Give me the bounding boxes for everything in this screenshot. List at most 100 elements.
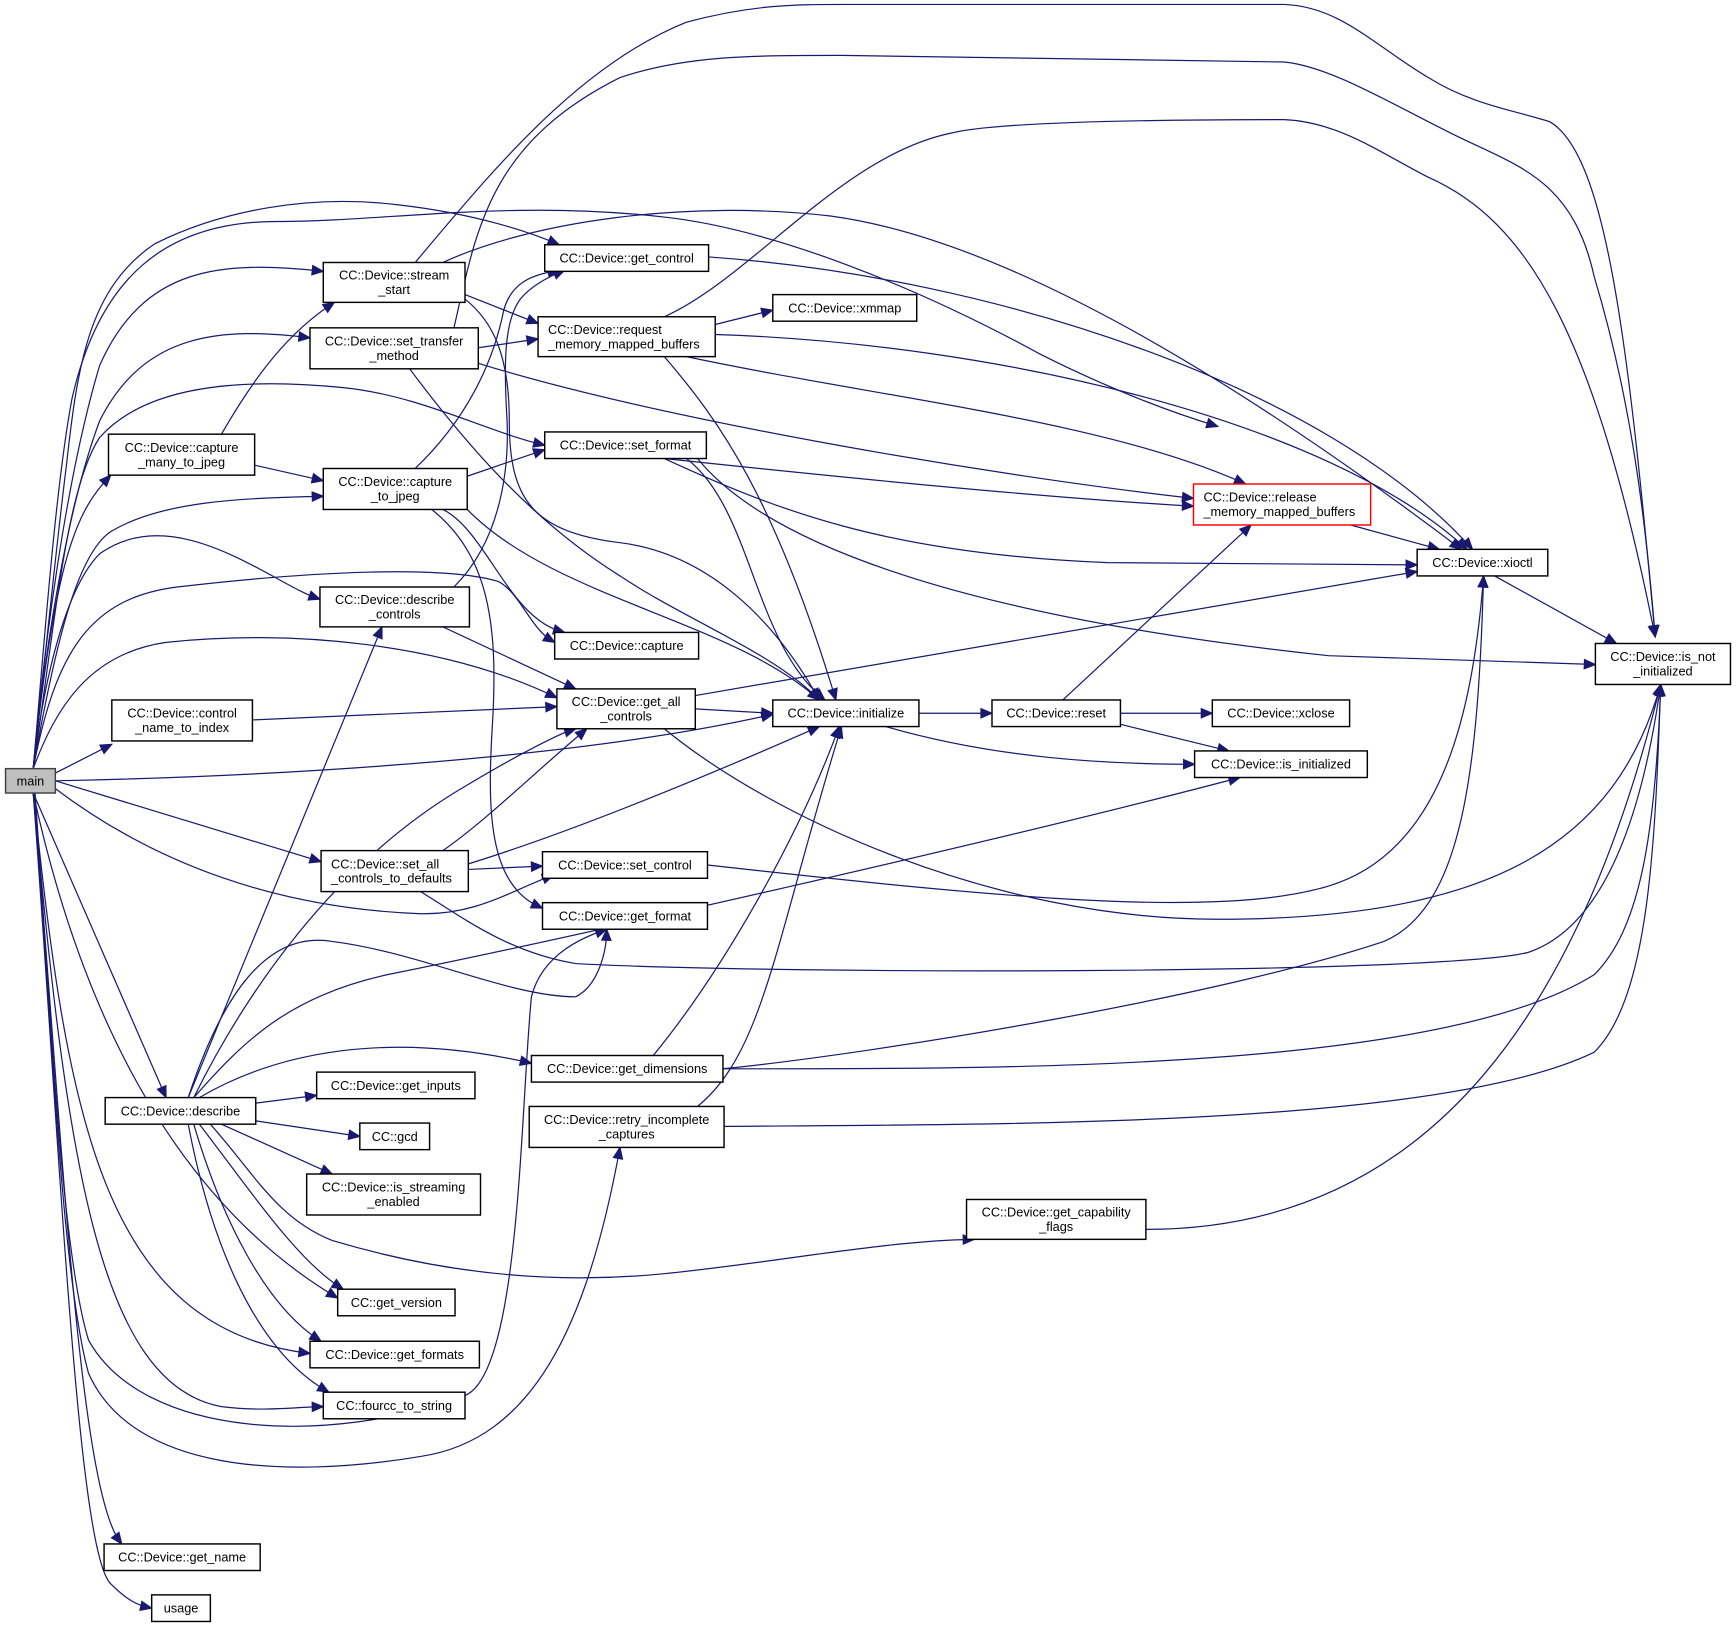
node-is-not-initialized[interactable]: CC::Device::is_not_initialized xyxy=(1594,642,1732,686)
node-box[interactable] xyxy=(336,1288,456,1317)
node-is-streaming-enabled[interactable]: CC::Device::is_streaming_enabled xyxy=(305,1173,482,1216)
node-capture[interactable]: CC::Device::capture xyxy=(553,631,700,660)
node-set-format[interactable]: CC::Device::set_format xyxy=(543,431,708,460)
node-get-version[interactable]: CC::get_version xyxy=(336,1288,456,1317)
node-capture-to-jpeg[interactable]: CC::Device::capture_to_jpeg xyxy=(322,467,468,511)
edge-line xyxy=(478,362,1194,500)
arrowhead-icon xyxy=(319,1164,334,1175)
node-reset[interactable]: CC::Device::reset xyxy=(991,699,1122,728)
node-initialize[interactable]: CC::Device::initialize xyxy=(772,699,920,728)
node-box[interactable] xyxy=(315,1071,476,1100)
edge-capture-to-jpeg-to-get-format xyxy=(431,509,544,909)
node-stream-start[interactable]: CC::Device::stream_start xyxy=(322,261,466,304)
node-set-all-controls-to-defaults[interactable]: CC::Device::set_all_controls_to_defaults xyxy=(320,849,470,893)
node-box[interactable] xyxy=(309,1340,481,1369)
node-set-transfer-method[interactable]: CC::Device::set_transfer_method xyxy=(309,327,480,370)
node-get-format[interactable]: CC::Device::get_format xyxy=(541,901,709,930)
node-box[interactable] xyxy=(319,586,471,628)
node-get-capability-flags[interactable]: CC::Device::get_capability_flags xyxy=(965,1198,1147,1241)
node-box[interactable] xyxy=(541,850,709,880)
node-fourcc-to-string[interactable]: CC::fourcc_to_string xyxy=(322,1391,466,1420)
node-xmmap[interactable]: CC::Device::xmmap xyxy=(772,293,918,322)
edge-set-format-to-xioctl xyxy=(664,457,1419,571)
node-box[interactable] xyxy=(772,293,918,322)
edge-line xyxy=(466,509,820,701)
node-box[interactable] xyxy=(537,316,716,358)
edge-get-capability-flags-to-is-not-initialized xyxy=(1145,683,1664,1230)
node-label: main xyxy=(17,773,45,788)
node-retry-incomplete-captures[interactable]: CC::Device::retry_incomplete_captures xyxy=(528,1105,725,1149)
node-box[interactable] xyxy=(772,699,920,728)
node-describe-controls[interactable]: CC::Device::describe_controls xyxy=(319,586,471,628)
node-box[interactable] xyxy=(543,431,708,460)
node-is-initialized[interactable]: CC::Device::is_initialized xyxy=(1193,750,1369,779)
node-get-inputs[interactable]: CC::Device::get_inputs xyxy=(315,1071,476,1100)
edge-main-to-get-version xyxy=(32,792,339,1299)
arrowhead-icon xyxy=(297,330,312,342)
node-box[interactable] xyxy=(4,767,57,794)
node-box[interactable] xyxy=(309,327,480,370)
edge-line xyxy=(409,368,820,701)
node-box[interactable] xyxy=(359,1122,431,1151)
node-label: CC::Device::set_control xyxy=(558,857,692,872)
node-box[interactable] xyxy=(1211,699,1351,728)
edge-main-to-retry-incomplete-captures xyxy=(32,768,624,1468)
node-label: _flags xyxy=(1038,1219,1073,1234)
node-box[interactable] xyxy=(320,849,470,893)
node-box[interactable] xyxy=(322,1391,466,1420)
node-box[interactable] xyxy=(1192,483,1372,526)
node-get-dimensions[interactable]: CC::Device::get_dimensions xyxy=(530,1054,724,1083)
node-box[interactable] xyxy=(111,699,254,742)
edge-request-memory-mapped-buffers-to-xioctl xyxy=(715,333,1469,551)
edge-describe-to-get-dimensions xyxy=(198,1046,533,1099)
node-box[interactable] xyxy=(1594,642,1732,686)
node-box[interactable] xyxy=(965,1198,1147,1241)
node-xclose[interactable]: CC::Device::xclose xyxy=(1211,699,1351,728)
edge-line xyxy=(468,865,543,871)
arrowhead-icon xyxy=(311,264,325,276)
node-box[interactable] xyxy=(322,467,468,511)
node-box[interactable] xyxy=(1416,548,1549,577)
node-get-all-controls[interactable]: CC::Device::get_all_controls xyxy=(556,688,697,730)
node-describe[interactable]: CC::Device::describe xyxy=(104,1096,257,1125)
node-box[interactable] xyxy=(528,1105,725,1149)
node-box[interactable] xyxy=(541,901,709,930)
node-capture-many-to-jpeg[interactable]: CC::Device::capture_many_to_jpeg xyxy=(107,433,256,476)
node-gcd[interactable]: CC::gcd xyxy=(359,1122,431,1151)
node-control-name-to-index[interactable]: CC::Device::control_name_to_index xyxy=(111,699,254,742)
arrowhead-icon xyxy=(546,235,561,246)
node-box[interactable] xyxy=(104,1096,257,1125)
node-label: _memory_mapped_buffers xyxy=(547,336,700,351)
node-get-control[interactable]: CC::Device::get_control xyxy=(543,244,710,273)
node-release-memory-mapped-buffers[interactable]: CC::Device::release_memory_mapped_buffer… xyxy=(1192,483,1372,526)
node-label: _to_jpeg xyxy=(370,489,420,504)
node-box[interactable] xyxy=(150,1594,212,1623)
edge-main-to-capture-many-to-jpeg xyxy=(32,474,112,769)
edge-reset-to-xclose xyxy=(1120,707,1214,719)
arrowhead-icon xyxy=(308,1330,323,1343)
node-get-name[interactable]: CC::Device::get_name xyxy=(103,1543,261,1572)
node-box[interactable] xyxy=(305,1173,482,1216)
node-box[interactable] xyxy=(530,1054,724,1083)
node-box[interactable] xyxy=(103,1543,261,1572)
node-xioctl[interactable]: CC::Device::xioctl xyxy=(1416,548,1549,577)
edge-set-all-controls-to-defaults-to-get-all-controls xyxy=(442,727,588,852)
node-box[interactable] xyxy=(556,688,697,730)
edge-line xyxy=(187,1124,330,1393)
node-usage[interactable]: usage xyxy=(150,1594,212,1623)
node-box[interactable] xyxy=(322,261,466,304)
edge-describe-to-get-format xyxy=(187,927,612,1098)
node-box[interactable] xyxy=(107,433,256,476)
node-main[interactable]: main xyxy=(4,767,57,794)
node-box[interactable] xyxy=(543,244,710,273)
node-request-memory-mapped-buffers[interactable]: CC::Device::request_memory_mapped_buffer… xyxy=(537,316,716,358)
edge-stream-start-to-request-memory-mapped-buffers xyxy=(464,294,540,325)
node-box[interactable] xyxy=(991,699,1122,728)
node-get-formats[interactable]: CC::Device::get_formats xyxy=(309,1340,481,1369)
node-set-control[interactable]: CC::Device::set_control xyxy=(541,850,709,880)
arrowhead-icon xyxy=(827,687,838,702)
node-box[interactable] xyxy=(553,631,700,660)
node-box[interactable] xyxy=(1193,750,1369,779)
node-label: CC::Device::describe xyxy=(121,1103,240,1118)
node-label: CC::Device::is_not xyxy=(1610,649,1716,664)
